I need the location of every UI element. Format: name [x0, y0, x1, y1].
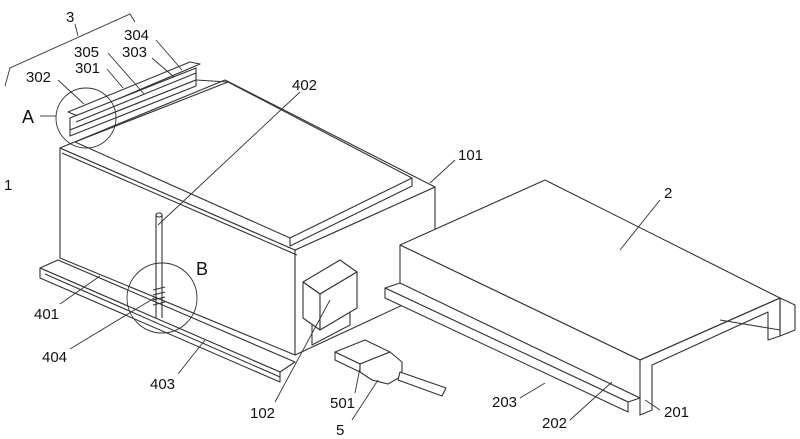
label-404: 404 [42, 349, 67, 366]
label-401: 401 [34, 306, 59, 323]
label-A: A [22, 107, 34, 127]
label-2: 2 [664, 185, 672, 202]
label-501: 501 [330, 395, 355, 412]
label-402: 402 [292, 77, 317, 94]
detail-circle-a [55, 87, 117, 149]
label-1: 1 [4, 177, 12, 194]
label-301: 301 [75, 60, 100, 77]
label-5: 5 [336, 422, 344, 439]
label-202: 202 [542, 415, 567, 432]
label-201: 201 [664, 404, 689, 421]
label-101: 101 [458, 147, 483, 164]
label-303: 303 [122, 44, 147, 61]
label-305: 305 [74, 44, 99, 61]
motor-box-102 [302, 259, 358, 346]
leader-lines [40, 23, 661, 421]
label-302: 302 [26, 69, 51, 86]
label-B: B [196, 259, 208, 279]
bracket-3 [4, 13, 136, 87]
rail-part-3 [67, 61, 229, 137]
cover-part-2 [384, 179, 796, 416]
connector-part-5 [334, 339, 447, 397]
rod-402 [126, 212, 198, 334]
label-3: 3 [66, 9, 74, 26]
label-102: 102 [250, 405, 275, 422]
label-403: 403 [150, 376, 175, 393]
label-203: 203 [492, 394, 517, 411]
box-part-1 [59, 79, 436, 356]
label-304: 304 [124, 27, 149, 44]
base-rail [39, 259, 296, 383]
